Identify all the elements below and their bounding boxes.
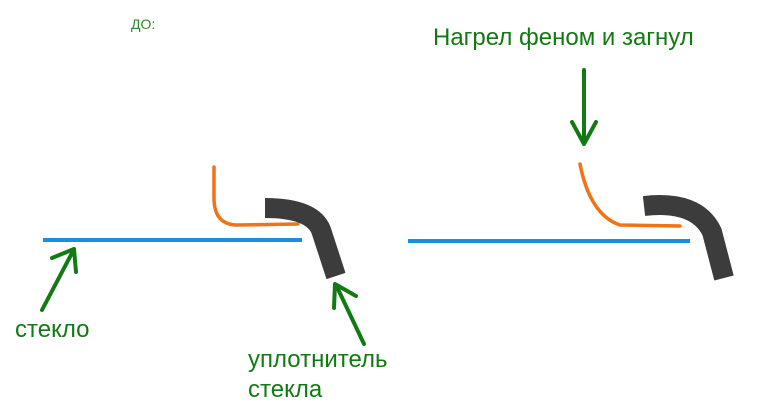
- seal-before: [264, 198, 346, 280]
- arrow-seal-head: [332, 282, 358, 310]
- heat-bend-label: Нагрел феном и загнул: [433, 24, 694, 51]
- before-label: ДО:: [131, 16, 156, 32]
- arrow-heat-head: [570, 120, 598, 146]
- orange-edge-before: [212, 165, 300, 227]
- seal-after: [642, 195, 734, 281]
- orange-edge-after: [578, 162, 682, 228]
- arrow-glass-shaft: [40, 251, 74, 312]
- glass-label: стекло: [15, 316, 90, 343]
- seal-label-line2: стекла: [248, 376, 323, 403]
- arrow-glass-head: [50, 247, 78, 274]
- seal-label-line1: уплотнитель: [248, 346, 388, 373]
- arrow-seal-shaft: [335, 285, 366, 346]
